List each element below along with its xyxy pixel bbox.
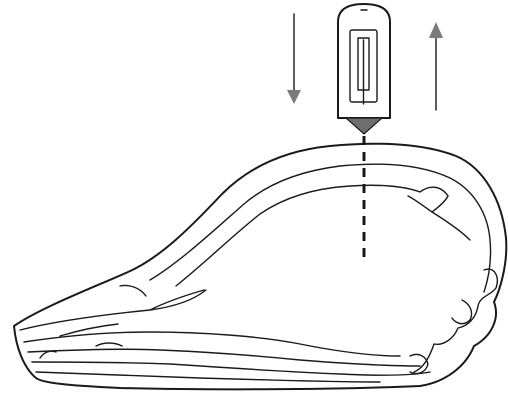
up-arrow-icon <box>429 22 443 110</box>
probe-icon <box>338 4 390 134</box>
meat-cut-outline <box>14 144 506 390</box>
down-arrow-icon <box>287 14 301 104</box>
